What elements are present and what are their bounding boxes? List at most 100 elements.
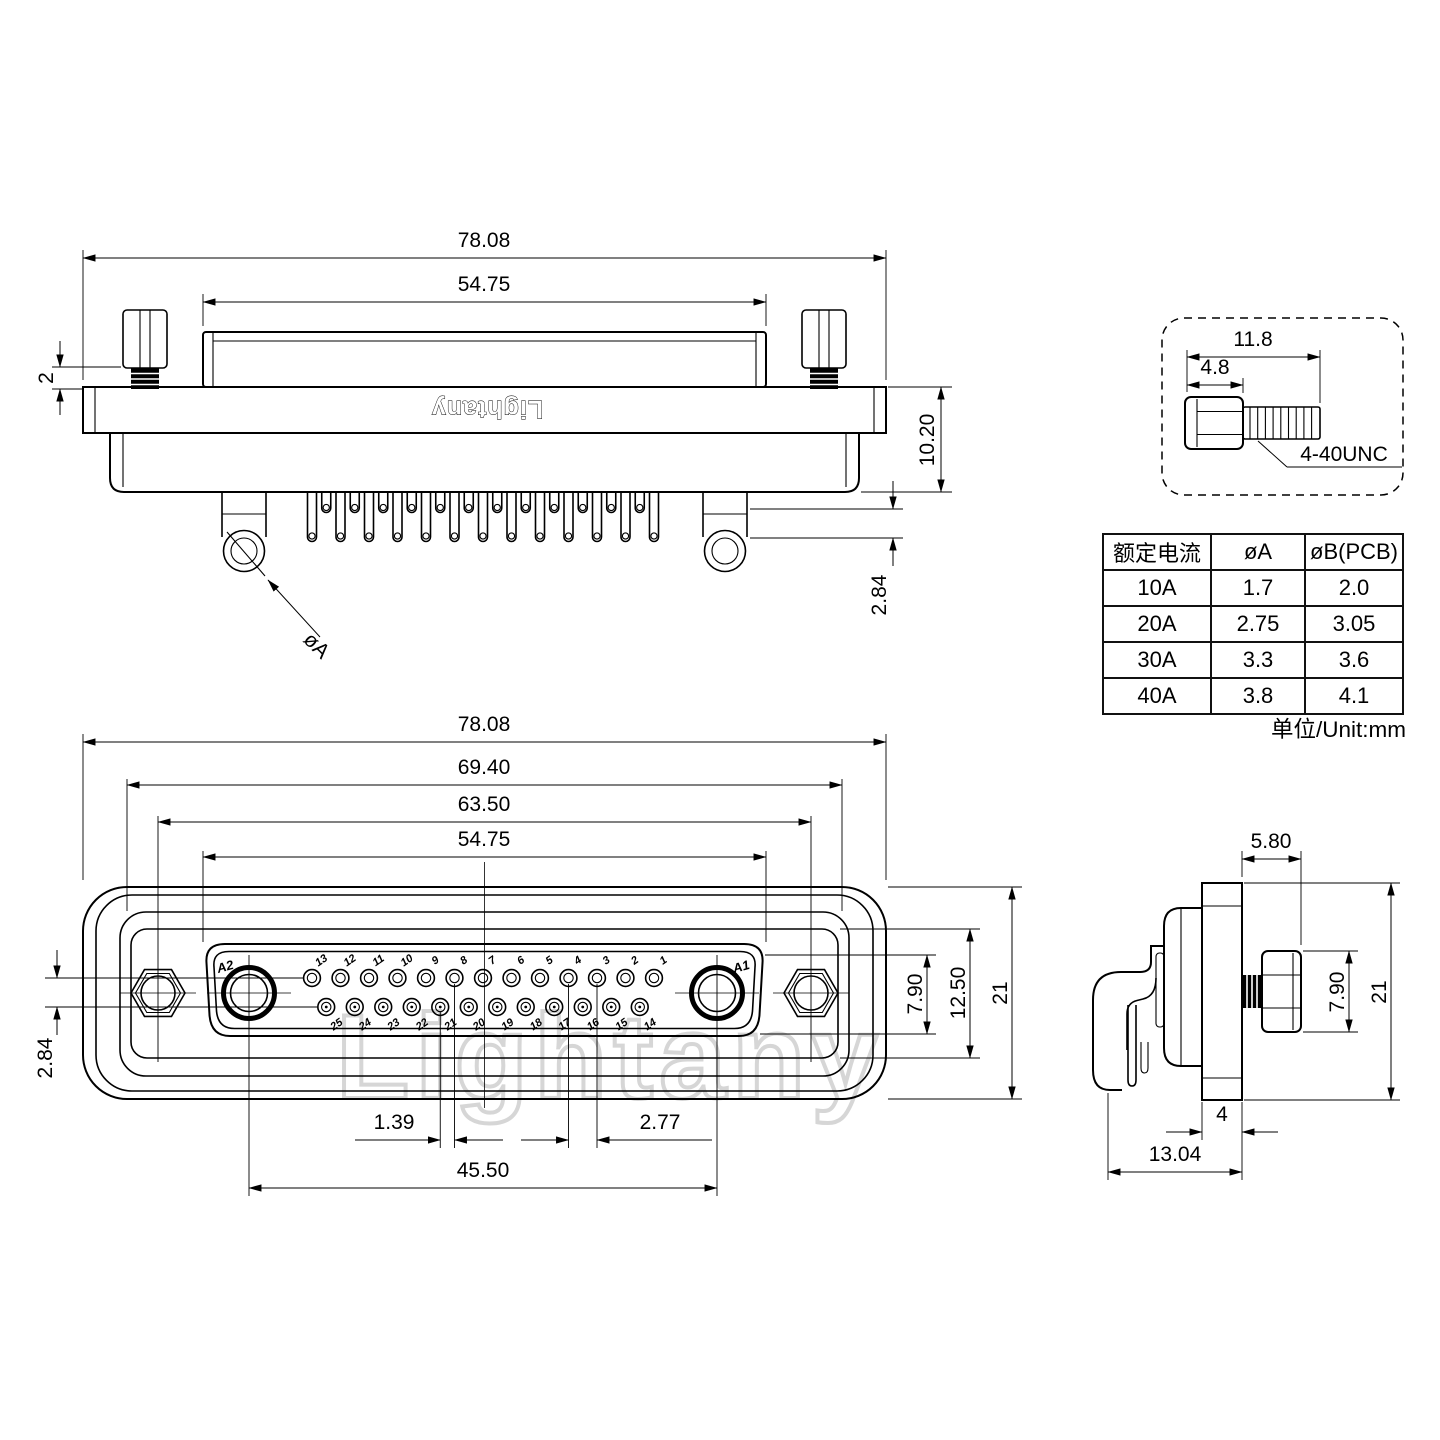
header-dia-b: øB(PCB) [1304, 533, 1404, 571]
solder-pin-long [648, 492, 660, 543]
side-dim-flange: 4 [1216, 1103, 1228, 1126]
front-dim-nut-span: 63.50 [458, 793, 511, 816]
pin-contact [516, 997, 535, 1017]
front-view: Lightany 78.08 69.40 63.50 54.75 [34, 713, 1022, 1196]
solder-pin-eye [522, 503, 530, 512]
solder-pin-long [620, 492, 631, 543]
solder-pin-short [377, 492, 389, 514]
side-screw-head [1261, 950, 1302, 1033]
pin-dot [524, 1005, 528, 1009]
pin-number: 14 [642, 1016, 659, 1033]
pin-hole [548, 1001, 560, 1013]
solder-pin-long [506, 492, 517, 543]
front-dim-body: 69.40 [458, 756, 511, 779]
front-dim-shroud: 54.75 [458, 828, 511, 851]
contact-label-a1: A1 [730, 957, 751, 976]
pin-dot [438, 1005, 442, 1009]
solder-pin-short [577, 492, 589, 514]
top-dim-overall: 78.08 [458, 229, 511, 252]
pin-number: 13 [313, 952, 330, 969]
pin-contact [331, 968, 350, 988]
front-dim-insert-h: 12.50 [947, 967, 970, 1020]
solder-pin-eye [507, 532, 516, 540]
pin-number: 12 [342, 952, 359, 969]
board-lock-right [702, 492, 748, 573]
solder-pin-eye [336, 532, 345, 540]
pin-dot [609, 1005, 613, 1009]
pin-contact [445, 968, 464, 988]
pin-dot [353, 1005, 357, 1009]
pin-hole [406, 1001, 417, 1013]
pin-hole [463, 1001, 474, 1013]
solder-pin-eye [493, 503, 501, 512]
table-row: 20A 2.75 3.05 [1102, 605, 1404, 643]
side-shroud [1163, 907, 1202, 1067]
pin-dot [495, 1005, 499, 1009]
screw-head [1184, 396, 1244, 450]
front-dim-half-pitch: 1.39 [374, 1111, 415, 1134]
front-dim-pitch: 2.77 [640, 1111, 681, 1134]
top-dim-pin-rows: 2.84 [868, 574, 891, 615]
pin-contact [416, 968, 436, 988]
pin-hole [577, 1001, 588, 1013]
top-dim-thread: 2 [35, 372, 58, 384]
pin-hole [605, 1001, 617, 1013]
solder-pin-short [605, 492, 617, 514]
table-row: 30A 3.3 3.6 [1102, 641, 1404, 679]
pin-hole [534, 972, 546, 984]
solder-pin-eye [536, 532, 544, 540]
pin-hole [477, 972, 489, 984]
hole-diameter-label: øA [299, 628, 334, 663]
solder-pin-eye [351, 503, 359, 512]
front-dim-height: 21 [989, 981, 1012, 1004]
top-dim-shroud: 54.75 [458, 273, 511, 296]
contact-label-a2: A2 [214, 957, 236, 976]
pin-contact [374, 997, 393, 1017]
solder-pin-short [520, 492, 532, 514]
pin-contact [388, 968, 407, 988]
pin-number: 9 [430, 954, 443, 968]
pin-contact [587, 968, 607, 988]
pin-contact [459, 997, 478, 1017]
side-dim-height: 21 [1368, 980, 1391, 1003]
solder-pin-short [491, 492, 503, 514]
rear-shell [109, 433, 860, 493]
pin-contact [616, 968, 635, 988]
solder-pin-short [434, 492, 446, 514]
pin-contact [345, 997, 364, 1017]
pin-contact [545, 997, 564, 1017]
solder-pin-long [563, 492, 574, 543]
pin-dot [581, 1005, 585, 1009]
pin-number: 2 [628, 954, 641, 968]
right-side-view: 5.80 7.90 21 4 13.04 [1092, 830, 1400, 1180]
solder-pin-short [349, 492, 361, 514]
pin-hole [420, 972, 432, 984]
pin-hole [363, 972, 375, 984]
pin-hole [491, 1001, 503, 1013]
solder-pin-eye [550, 503, 558, 512]
watermark: Lightany [336, 990, 884, 1124]
pin-number: 3 [601, 954, 613, 967]
pin-contact [573, 997, 592, 1017]
front-dim-opening-h: 7.90 [904, 974, 927, 1015]
pin-contact [502, 968, 521, 988]
pin-dot [324, 1005, 328, 1009]
solder-pin-eye [379, 503, 387, 512]
solder-pin-eye [465, 503, 473, 512]
solder-pin-eye [479, 532, 487, 540]
pin-hole [306, 972, 318, 984]
table-row: 10A 1.7 2.0 [1102, 569, 1404, 607]
front-dim-overall: 78.08 [458, 713, 511, 736]
solder-pin-eye [308, 532, 316, 540]
top-side-view: 78.08 54.75 [35, 229, 952, 663]
pin-contact [559, 968, 578, 988]
pin-hole [349, 1001, 360, 1013]
solder-pin-short [634, 492, 646, 514]
side-backshell [1092, 945, 1164, 1091]
pin-contact [402, 997, 421, 1017]
header-dia-a: øA [1210, 533, 1306, 571]
side-dim-head-h: 7.90 [1326, 972, 1349, 1013]
solder-pin-eye [393, 532, 402, 540]
